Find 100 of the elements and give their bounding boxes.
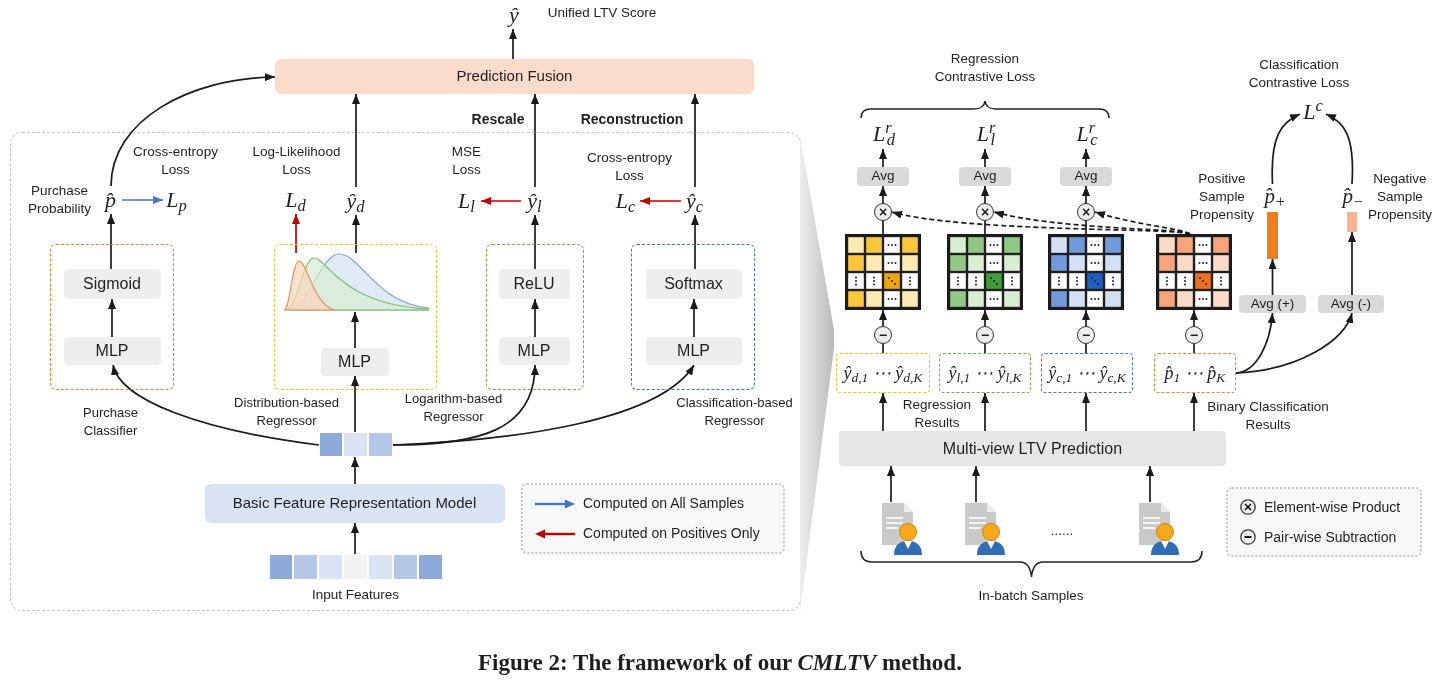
feature-vector — [268, 553, 443, 580]
figure-caption: Figure 2: The framework of our CMLTV method. — [478, 649, 962, 677]
arrow — [1325, 113, 1354, 185]
arrow — [879, 309, 887, 327]
group-label: Classification-based Regressor — [675, 393, 794, 430]
node-caption: Input Features — [311, 585, 400, 604]
math-symbol: p̂$_{−}$ — [1342, 184, 1364, 208]
operator-symbol: − — [976, 326, 994, 344]
math-symbol: ŷ$_{l}$ — [520, 186, 549, 215]
operator-symbol: − — [874, 326, 892, 344]
arrow — [981, 185, 989, 204]
user-profile-icon — [963, 502, 1005, 555]
connector-line — [984, 343, 986, 354]
arrow — [1082, 392, 1090, 432]
arrow — [1271, 113, 1301, 185]
node-caption: Purchase Probability — [27, 181, 92, 218]
layer-box: ReLU — [498, 268, 570, 299]
arrow — [1268, 258, 1277, 296]
results-box: ŷ$_{c,1}$ ⋯ ŷ$_{c,K}$ — [1041, 353, 1133, 393]
arrow — [1348, 231, 1356, 296]
math-symbol: ŷ$_{c}$ — [680, 186, 709, 215]
arrow — [1190, 309, 1198, 327]
matrix-grid — [947, 234, 1023, 310]
connector-line — [882, 343, 884, 354]
node-caption: MSE Loss — [450, 142, 483, 179]
arrow — [1082, 309, 1090, 327]
arrow — [292, 213, 300, 254]
arrow — [691, 214, 699, 270]
model-box: Basic Feature Representation Model — [204, 483, 505, 523]
math-symbol: ŷ — [502, 1, 526, 29]
group-label: Distribution-based Regressor — [233, 393, 340, 430]
arrow — [531, 298, 539, 338]
arrow — [691, 93, 699, 188]
arrow — [887, 465, 895, 503]
label-text: In-batch Samples — [978, 587, 1084, 605]
connector-line — [882, 220, 884, 235]
results-box: ŷ$_{l,1}$ ⋯ ŷ$_{l,K}$ — [939, 353, 1031, 393]
arrow — [981, 392, 989, 432]
math-symbol: L$_{d}$ — [281, 185, 310, 214]
arrow — [972, 465, 980, 503]
math-symbol: L$^{c}$ — [1300, 98, 1326, 126]
average-box: Avg — [959, 167, 1011, 186]
group-label: Purchase Classifier — [82, 403, 139, 440]
arrow — [351, 311, 359, 349]
arrow — [1082, 148, 1090, 168]
legend-text: Computed on Positives Only — [583, 524, 760, 543]
node-caption: Log-Likelihood Loss — [251, 142, 342, 179]
node-caption: Cross-entropy Loss — [586, 148, 673, 185]
average-box: Avg (-) — [1318, 295, 1384, 313]
arrow — [112, 364, 320, 446]
operator-symbol: − — [1185, 326, 1203, 344]
edge-label: Rescale — [471, 109, 525, 129]
arrow — [352, 93, 360, 188]
operator-symbol: × — [874, 203, 892, 221]
arrow — [1235, 312, 1353, 374]
arrow — [879, 185, 887, 204]
legend-text: Element-wise Product — [1264, 497, 1401, 517]
matrix-grid — [845, 234, 921, 310]
arrow — [531, 214, 539, 270]
distribution-curves — [282, 252, 429, 312]
arrow — [351, 375, 359, 433]
matrix-grid — [1156, 234, 1232, 310]
results-box: ŷ$_{d,1}$ ⋯ ŷ$_{d,K}$ — [836, 353, 930, 393]
arrow — [690, 298, 698, 338]
layer-box: Softmax — [645, 268, 742, 299]
layer-box: MLP — [63, 336, 161, 365]
math-symbol: p̂ — [99, 185, 122, 214]
arrow — [351, 456, 359, 485]
layer-box: MLP — [498, 336, 570, 365]
label-text: Regression Results — [901, 396, 973, 432]
arrow — [107, 213, 115, 270]
matrix-grid — [1048, 234, 1124, 310]
math-symbol: L$_{l}$ — [452, 186, 481, 215]
operator-symbol: × — [1077, 203, 1095, 221]
label-text: Binary Classification Results — [1206, 398, 1330, 434]
dashed-arrow — [1094, 210, 1191, 235]
arrow — [879, 148, 887, 168]
node-caption: Negative Sample Propensity — [1367, 170, 1433, 224]
arrow — [879, 392, 887, 432]
math-symbol: ŷ$_{d}$ — [341, 186, 370, 215]
operator-symbol: × — [976, 203, 994, 221]
legend-text: Computed on All Samples — [583, 494, 745, 513]
arrow — [531, 93, 539, 188]
arrow — [639, 197, 682, 205]
average-box: Avg — [857, 167, 909, 186]
legend-text: Pair-wise Subtraction — [1264, 527, 1397, 547]
node-caption: Classification Contrastive Loss — [1247, 56, 1351, 92]
label-text: Regression Contrastive Loss — [933, 50, 1037, 86]
layer-box: MLP — [320, 347, 389, 376]
average-box: Avg — [1060, 167, 1112, 186]
arrow — [110, 73, 276, 187]
math-symbol: p̂$_{+}$ — [1264, 184, 1286, 208]
connector-line — [1085, 343, 1087, 354]
fusion-box: Prediction Fusion — [275, 59, 754, 94]
node-caption: Unified LTV Score — [547, 4, 657, 22]
node-caption: Cross-entropy Loss — [132, 142, 219, 179]
connector-line — [1085, 220, 1087, 235]
layer-box: MLP — [645, 336, 742, 365]
arrow — [509, 28, 517, 60]
operator-symbol: − — [1077, 326, 1095, 344]
